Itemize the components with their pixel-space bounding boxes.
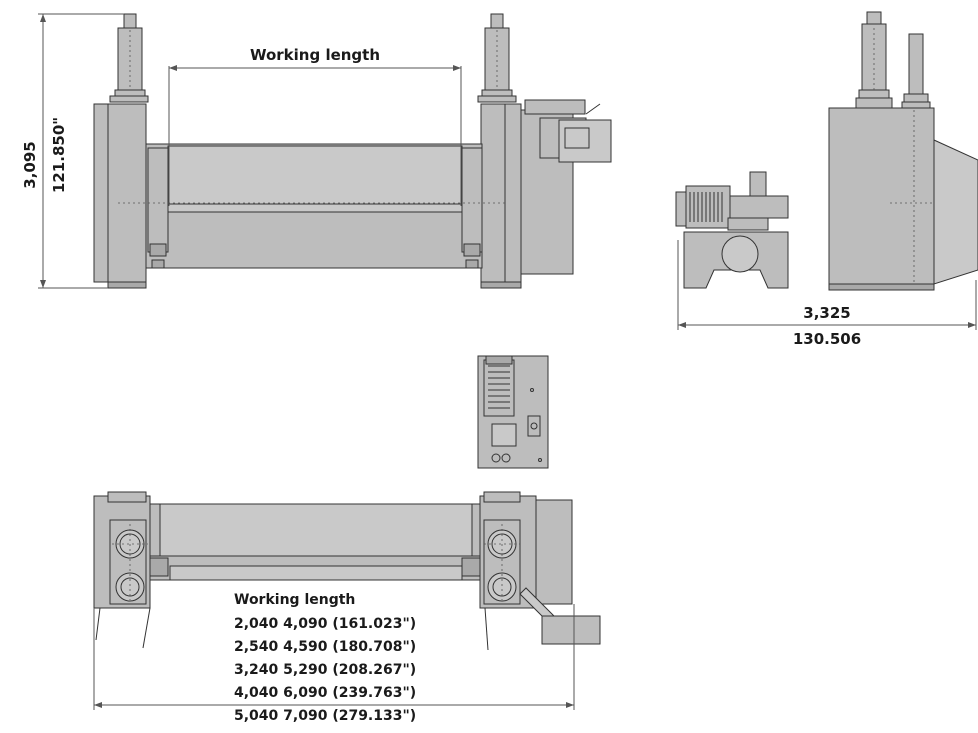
- top-view: Working length 2,040 4,090 (161.023") 2,…: [93, 355, 601, 724]
- top-rolls: [149, 503, 481, 581]
- side-housing: [828, 107, 978, 291]
- working-length-table-title: Working length: [234, 592, 355, 608]
- right-housing: [480, 103, 522, 289]
- length-table-row: 3,240 5,290 (208.267"): [234, 662, 416, 678]
- working-length-label: Working length: [250, 46, 380, 64]
- front-rolls: [118, 143, 505, 269]
- side-view: 3,325 130.506: [675, 11, 978, 348]
- working-length-dimension: [168, 65, 462, 206]
- length-table-row: 2,540 4,590 (180.708"): [234, 639, 416, 655]
- width-dimension: [677, 240, 977, 330]
- height-dimension: [38, 13, 124, 289]
- length-table-row: 4,040 6,090 (239.763"): [234, 685, 416, 701]
- overall-length-dimension: [93, 604, 575, 710]
- length-table-row: 5,040 7,090 (279.133"): [234, 708, 416, 724]
- width-inch-label: 130.506: [793, 330, 861, 348]
- length-table-row: 2,040 4,090 (161.023"): [234, 616, 416, 632]
- working-length-table: Working length 2,040 4,090 (161.023") 2,…: [234, 592, 416, 724]
- height-inch-label: 121.850": [50, 117, 68, 193]
- side-base: [683, 231, 789, 289]
- front-view: Working length 3,095 121.850": [21, 13, 612, 289]
- right-hydraulic-cylinder: [477, 13, 517, 103]
- drive-unit: [520, 99, 612, 275]
- width-mm-label: 3,325: [803, 304, 850, 322]
- height-mm-label: 3,095: [21, 141, 39, 188]
- top-drive-unit: [477, 355, 549, 469]
- left-housing: [93, 103, 147, 289]
- side-cylinders: [855, 11, 931, 109]
- left-hydraulic-cylinder: [109, 13, 149, 103]
- top-right-housing: [479, 491, 601, 651]
- side-motor: [675, 171, 789, 231]
- top-left-housing: [93, 491, 151, 649]
